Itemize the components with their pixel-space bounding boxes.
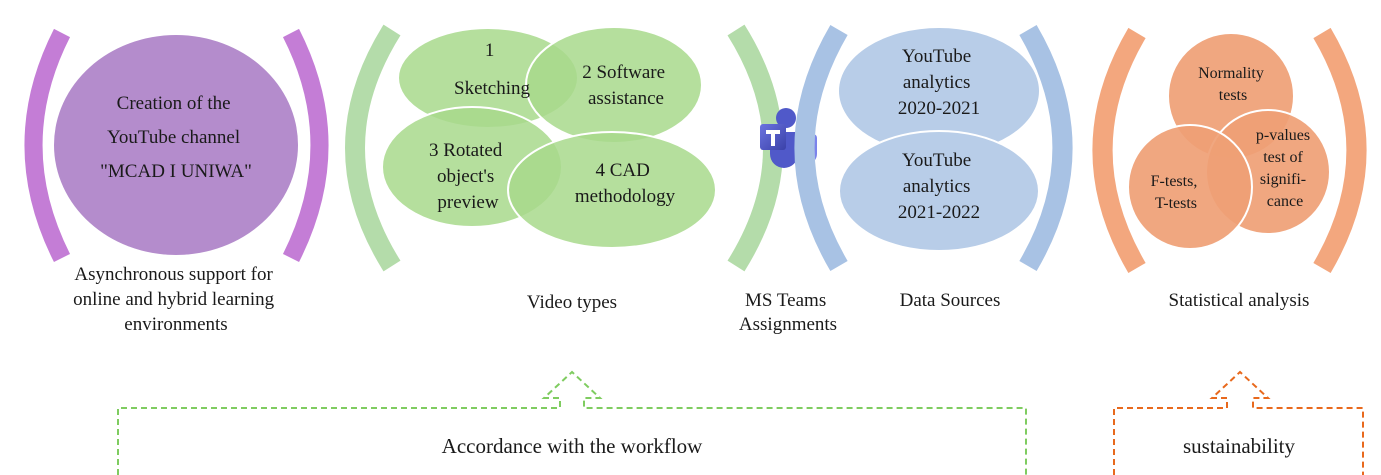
sustainability-label: sustainability [1183, 434, 1295, 458]
statistical-analysis-caption: Statistical analysis [1169, 290, 1310, 311]
bracket-right [1313, 27, 1367, 274]
data-source-oval-1 [839, 28, 1039, 154]
stat-pvalues-label: p-values test of signifi- cance [1256, 127, 1314, 210]
stat-normality-label: Normality tests [1198, 65, 1268, 104]
bracket-left [345, 24, 401, 272]
data-source-2-label: YouTube analytics 2021-2022 [898, 150, 980, 223]
bracket-left [794, 24, 848, 272]
group-youtube-channel: Creation of the YouTube channel "MCAD I … [24, 28, 329, 335]
group-video-types: 1 Sketching 2 Software assistance 3 Rota… [345, 24, 783, 313]
stat-circle-ftests [1127, 124, 1253, 250]
bracket-right [1019, 24, 1073, 272]
bracket-left [1092, 27, 1146, 274]
stat-ftests-label: F-tests, T-tests [1151, 173, 1202, 212]
channel-circle [54, 35, 298, 255]
group-data-sources: YouTube analytics 2020-2021 YouTube anal… [794, 24, 1073, 311]
workflow-box-outline [117, 370, 1027, 475]
video-type-4-label: 4 CAD methodology [575, 160, 676, 207]
data-source-1-label: YouTube analytics 2020-2021 [898, 46, 980, 119]
video-type-2-label: 2 Software assistance [582, 62, 670, 109]
sustainability-box: sustainability [1113, 370, 1364, 475]
sustainability-box-outline [1113, 370, 1364, 475]
workflow-label: Accordance with the workflow [442, 434, 703, 458]
video-type-software-oval [525, 26, 703, 144]
bracket-left [24, 28, 71, 263]
data-sources-caption: Data Sources [900, 290, 1001, 311]
channel-caption: Asynchronous support for online and hybr… [73, 264, 279, 335]
workflow-box: Accordance with the workflow [117, 370, 1027, 475]
video-type-cad-oval [507, 131, 717, 249]
data-source-oval-2 [838, 130, 1040, 252]
teams-caption: MS Teams Assignments [739, 290, 837, 335]
video-type-3-label: 3 Rotated object's preview [429, 140, 507, 213]
video-type-1-label: 1 Sketching [454, 40, 530, 99]
bracket-right [282, 28, 329, 263]
video-types-caption: Video types [527, 292, 617, 313]
channel-circle-text: Creation of the YouTube channel "MCAD I … [100, 93, 252, 182]
group-statistical-analysis: Normality tests p-values test of signifi… [1092, 27, 1367, 311]
